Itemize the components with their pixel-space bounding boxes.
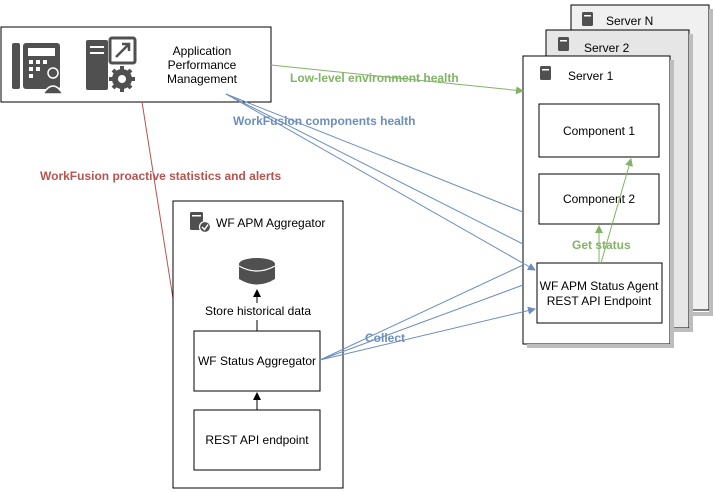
server-2-label: Server 2 bbox=[584, 41, 630, 55]
apm-title-line3: Management bbox=[167, 72, 238, 86]
server-n-icon bbox=[582, 12, 593, 26]
component-1-label: Component 1 bbox=[563, 124, 635, 138]
proactive-stats-label: WorkFusion proactive statistics and aler… bbox=[40, 169, 282, 183]
status-agent-label-line1: WF APM Status Agent bbox=[540, 279, 659, 293]
rest-endpoint-box: REST API endpoint bbox=[193, 409, 321, 471]
component-2-label: Component 2 bbox=[563, 192, 635, 206]
status-aggregator-box: WF Status Aggregator bbox=[193, 330, 321, 392]
server-check-icon bbox=[190, 212, 212, 234]
low-level-health-arrow bbox=[270, 64, 524, 95]
phone-user-icon bbox=[12, 43, 65, 95]
low-level-health-label: Low-level environment health bbox=[290, 71, 459, 85]
collect-arrow bbox=[319, 306, 536, 361]
components-health-label: WorkFusion components health bbox=[233, 114, 415, 128]
status-agent-label-line2: REST API Endpoint bbox=[547, 294, 652, 308]
server-2-icon bbox=[558, 37, 569, 51]
component-1-box: Component 1 bbox=[538, 103, 660, 158]
server-1-icon bbox=[540, 66, 551, 80]
get-status-label: Get status bbox=[572, 238, 631, 252]
status-agent-box: WF APM Status Agent REST API Endpoint bbox=[536, 262, 663, 324]
server-n-label: Server N bbox=[606, 14, 653, 28]
server-settings-icon bbox=[86, 36, 137, 92]
server-1-label: Server 1 bbox=[568, 69, 614, 83]
components-health-arrow bbox=[225, 93, 536, 271]
components-health-line-1 bbox=[225, 93, 524, 213]
get-status-arrow-to-component-1 bbox=[600, 158, 633, 264]
collect-line-1 bbox=[319, 264, 524, 361]
apm-title-line2: Performance bbox=[168, 58, 237, 72]
components-health-line-2 bbox=[225, 93, 524, 245]
apm-box: Application Performance Management bbox=[0, 26, 272, 103]
apm-title-line1: Application bbox=[173, 44, 232, 58]
collect-line-2 bbox=[319, 284, 524, 361]
store-historical-data-label: Store historical data bbox=[205, 304, 311, 318]
status-aggregator-label: WF Status Aggregator bbox=[198, 354, 316, 368]
component-2-box: Component 2 bbox=[538, 173, 660, 225]
aggregator-title: WF APM Aggregator bbox=[216, 216, 325, 230]
rest-endpoint-label: REST API endpoint bbox=[205, 433, 309, 447]
database-icon bbox=[238, 258, 276, 285]
collect-label: Collect bbox=[365, 331, 405, 345]
